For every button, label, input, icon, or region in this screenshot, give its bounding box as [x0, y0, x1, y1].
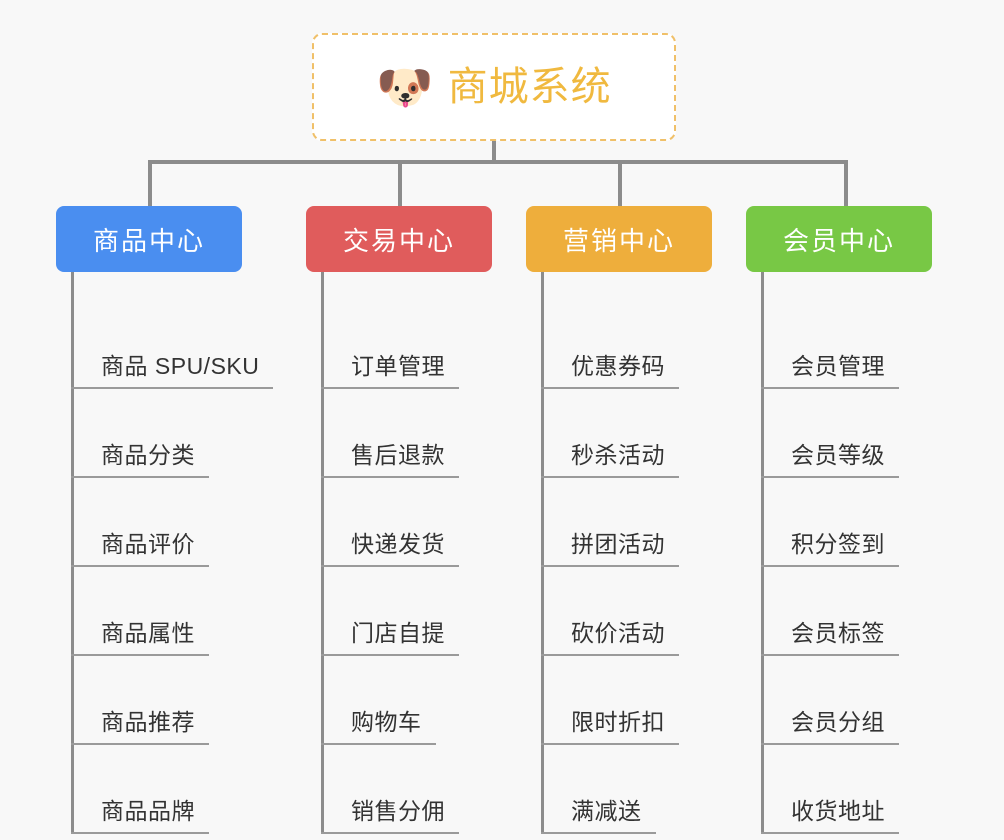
- branch-spine: [71, 272, 74, 834]
- leaf-label: 商品属性: [101, 619, 195, 646]
- leaf-label: 商品 SPU/SKU: [101, 352, 260, 379]
- leaf-label: 购物车: [351, 708, 422, 735]
- category-header-trade[interactable]: 交易中心: [306, 206, 492, 272]
- list-item[interactable]: 销售分佣: [321, 745, 496, 834]
- category-header-product[interactable]: 商品中心: [56, 206, 242, 272]
- connector-horizontal-bus: [148, 160, 848, 164]
- leaf-label: 订单管理: [351, 352, 445, 379]
- list-item[interactable]: 收货地址: [761, 745, 936, 834]
- category-column-member: 会员中心 会员管理 会员等级 积分签到 会员标签 会员分组 收货地址: [746, 206, 936, 834]
- leaf-label: 拼团活动: [571, 530, 665, 557]
- leaf-label: 砍价活动: [571, 619, 665, 646]
- branch-marketing: 优惠券码 秒杀活动 拼团活动 砍价活动 限时折扣 满减送: [541, 272, 716, 834]
- list-item[interactable]: 满减送: [541, 745, 716, 834]
- leaf-label: 商品分类: [101, 441, 195, 468]
- list-item[interactable]: 商品推荐: [71, 656, 246, 745]
- list-item[interactable]: 限时折扣: [541, 656, 716, 745]
- branch-member: 会员管理 会员等级 积分签到 会员标签 会员分组 收货地址: [761, 272, 936, 834]
- branch-trade: 订单管理 售后退款 快递发货 门店自提 购物车 销售分佣: [321, 272, 496, 834]
- category-header-marketing[interactable]: 营销中心: [526, 206, 712, 272]
- leaf-label: 销售分佣: [351, 797, 445, 824]
- category-column-marketing: 营销中心 优惠券码 秒杀活动 拼团活动 砍价活动 限时折扣 满减送: [526, 206, 716, 834]
- list-item[interactable]: 商品 SPU/SKU: [71, 300, 274, 389]
- leaf-label: 满减送: [571, 797, 642, 824]
- list-item[interactable]: 商品分类: [71, 389, 246, 478]
- branch-spine: [761, 272, 764, 834]
- leaf-label: 商品评价: [101, 530, 195, 557]
- category-column-product: 商品中心 商品 SPU/SKU 商品分类 商品评价 商品属性 商品推荐 商品品牌: [56, 206, 274, 834]
- category-header-label: 营销中心: [562, 225, 675, 256]
- connector-drop-4: [844, 160, 848, 206]
- leaf-label: 收货地址: [791, 797, 885, 824]
- connector-drop-1: [148, 160, 152, 206]
- category-header-label: 交易中心: [342, 225, 455, 256]
- category-header-member[interactable]: 会员中心: [746, 206, 932, 272]
- category-column-trade: 交易中心 订单管理 售后退款 快递发货 门店自提 购物车 销售分佣: [306, 206, 496, 834]
- list-item[interactable]: 积分签到: [761, 478, 936, 567]
- list-item[interactable]: 会员管理: [761, 300, 936, 389]
- category-header-label: 商品中心: [92, 225, 205, 256]
- leaf-label: 售后退款: [351, 441, 445, 468]
- leaf-label: 秒杀活动: [571, 441, 665, 468]
- branch-spine: [541, 272, 544, 834]
- list-item[interactable]: 拼团活动: [541, 478, 716, 567]
- list-item[interactable]: 订单管理: [321, 300, 496, 389]
- leaf-label: 商品推荐: [101, 708, 195, 735]
- connector-root-vertical: [492, 141, 496, 164]
- list-item[interactable]: 购物车: [321, 656, 496, 745]
- list-item[interactable]: 售后退款: [321, 389, 496, 478]
- leaf-label: 会员管理: [791, 352, 885, 379]
- connector-drop-3: [618, 160, 622, 206]
- list-item[interactable]: 会员标签: [761, 567, 936, 656]
- leaf-label: 会员标签: [791, 619, 885, 646]
- list-item[interactable]: 商品评价: [71, 478, 246, 567]
- list-item[interactable]: 会员等级: [761, 389, 936, 478]
- root-node-mall-system[interactable]: 🐶 商城系统: [312, 33, 676, 141]
- leaf-label: 门店自提: [351, 619, 445, 646]
- category-header-label: 会员中心: [782, 225, 895, 256]
- branch-spine: [321, 272, 324, 834]
- list-item[interactable]: 秒杀活动: [541, 389, 716, 478]
- leaf-label: 快递发货: [351, 530, 445, 557]
- leaf-label: 优惠券码: [571, 352, 665, 379]
- leaf-label: 商品品牌: [101, 797, 195, 824]
- list-item[interactable]: 门店自提: [321, 567, 496, 656]
- list-item[interactable]: 会员分组: [761, 656, 936, 745]
- leaf-label: 限时折扣: [571, 708, 665, 735]
- list-item[interactable]: 优惠券码: [541, 300, 716, 389]
- leaf-label: 会员等级: [791, 441, 885, 468]
- leaf-label: 积分签到: [791, 530, 885, 557]
- branch-product: 商品 SPU/SKU 商品分类 商品评价 商品属性 商品推荐 商品品牌: [71, 272, 274, 834]
- list-item[interactable]: 商品品牌: [71, 745, 246, 834]
- list-item[interactable]: 商品属性: [71, 567, 246, 656]
- connector-drop-2: [398, 160, 402, 206]
- list-item[interactable]: 砍价活动: [541, 567, 716, 656]
- list-item[interactable]: 快递发货: [321, 478, 496, 567]
- leaf-label: 会员分组: [791, 708, 885, 735]
- root-node-title: 商城系统: [447, 65, 612, 109]
- shiba-dog-face-icon: 🐶: [376, 61, 434, 113]
